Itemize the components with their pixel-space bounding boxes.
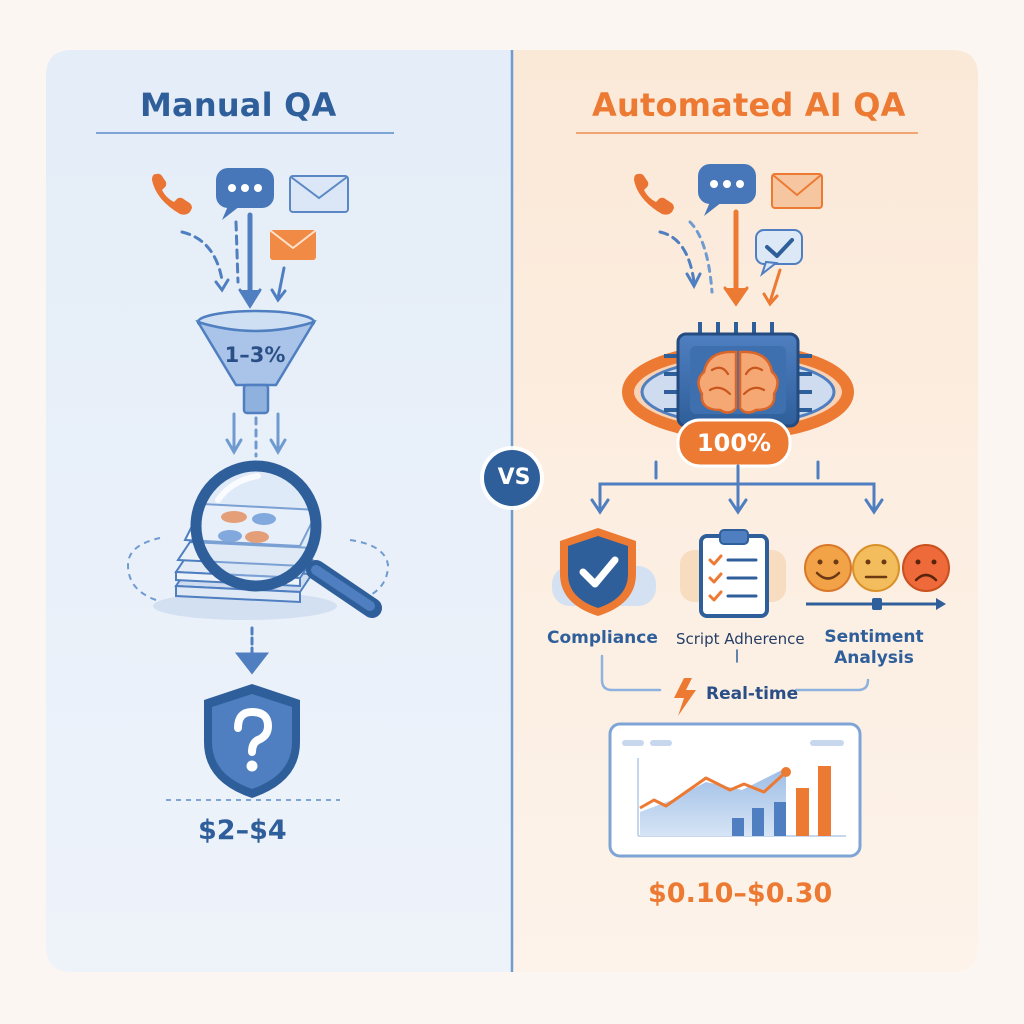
vs-label: VS <box>497 465 531 490</box>
automated-chat-bubble-icon <box>698 164 756 216</box>
review-output-arrow <box>234 626 270 675</box>
magnifier-icon <box>190 460 382 618</box>
manual-input-arrows <box>180 212 287 309</box>
lightning-icon <box>674 678 696 716</box>
automated-title: Automated AI QA <box>592 86 906 124</box>
manual-envelope-icon <box>289 175 349 213</box>
clipboard-checklist-icon <box>680 529 786 618</box>
manual-chat-bubble-icon <box>216 168 274 220</box>
automated-cost-label: $0.10–$0.30 <box>648 878 833 909</box>
shield-check-icon <box>552 528 656 616</box>
happy-face-icon <box>804 544 852 592</box>
realtime-connectors <box>600 649 870 692</box>
shield-question-icon <box>204 684 300 798</box>
brain-chip-icon <box>622 322 854 440</box>
dashboard-chart-icon <box>608 722 862 858</box>
realtime-label: Real-time <box>706 684 799 704</box>
compliance-label: Compliance <box>547 628 658 648</box>
sentiment-analysis-label: Sentiment Analysis <box>824 627 924 668</box>
automated-envelope-icon <box>771 173 823 209</box>
sample-rate-label: 1–3% <box>224 343 286 367</box>
automated-check-bubble-icon <box>755 229 803 277</box>
branch-arrows <box>590 460 884 515</box>
automated-phone-icon <box>634 173 674 215</box>
funnel-output-arrows <box>225 412 287 458</box>
manual-title: Manual QA <box>140 86 337 124</box>
coverage-label: 100% <box>696 429 772 457</box>
script-adherence-label: Script Adherence <box>676 630 805 648</box>
manual-phone-icon <box>152 173 192 215</box>
manual-cost-label: $2–$4 <box>198 815 287 846</box>
automated-input-arrows <box>658 209 782 307</box>
sad-face-icon <box>902 544 950 592</box>
coverage-badge <box>676 418 792 468</box>
neutral-face-icon <box>852 544 900 592</box>
funnel-icon <box>195 309 317 415</box>
sentiment-scale <box>806 598 946 610</box>
manual-envelope-orange-icon <box>270 230 316 260</box>
vs-badge <box>480 446 544 510</box>
